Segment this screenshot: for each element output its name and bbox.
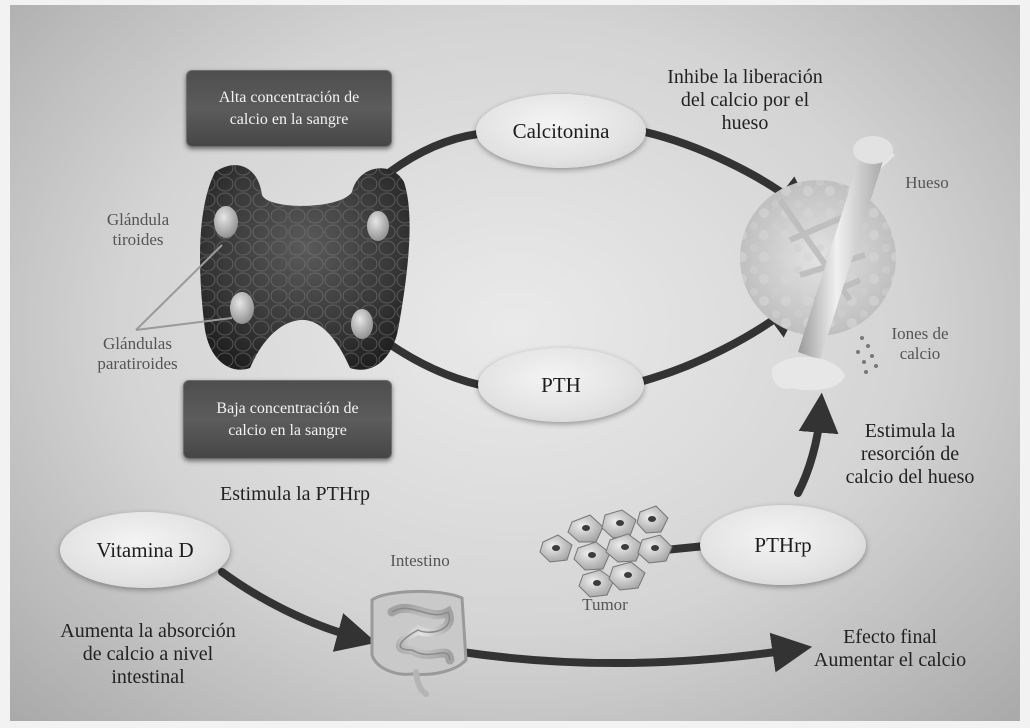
inhibit-line-3: hueso [721,112,769,134]
parathyroid-label-line-2: paratiroides [97,353,178,373]
thyroid-gland-illustration [200,165,410,370]
parathyroid-gland-upper-left [214,206,238,238]
low-calcium-box: Baja concentración de calcio en la sangr… [183,380,392,459]
pthrp-label: PTHrp [754,532,812,557]
inhibit-line-1: Inhibe la liberación [667,66,823,88]
parathyroid-gland-upper-right [367,211,389,241]
arrow-vitamin-d-to-intestine [218,568,377,652]
parathyroid-glands-label: Glándulas paratiroides [70,334,205,373]
pthrp-oval: PTHrp [700,505,866,585]
bone-illustration [740,136,896,391]
arrow-thyroid-to-pth [384,339,484,389]
absorption-annotation: Aumenta la absorción de calcio a nivel i… [28,620,268,689]
vitamin-d-oval: Vitamina D [60,512,230,588]
high-calcium-line-2: calcio en la sangre [229,110,349,128]
thyroid-gland-label: Glándula tiroides [78,210,198,249]
tumor-label: Tumor [582,595,628,614]
tumor-cells-illustration [539,505,673,598]
calcium-ions-line-1: Iones de [891,324,949,343]
inhibit-annotation: Inhibe la liberación del calcio por el h… [640,66,850,135]
absorption-line-2: de calcio a nivel [82,643,214,665]
final-effect-line-2: Aumentar el calcio [813,649,967,671]
intestine-illustration [370,590,468,697]
parathyroid-label-line-1: Glándulas [103,334,172,353]
resorption-line-1: Estimula la [864,420,956,442]
connector-paths [218,128,839,673]
arrow-calcitonin-to-bone [641,128,814,217]
pth-label: PTH [541,372,581,397]
vitamin-d-label: Vitamina D [96,537,194,562]
resorption-line-2: resorción de [860,443,960,465]
low-calcium-line-2: calcio en la sangre [228,421,347,439]
final-effect-line-1: Efecto final [843,626,937,648]
parathyroid-gland-lower-right [351,309,373,339]
calcitonin-oval: Calcitonina [476,94,646,168]
arrow-pth-to-bone [639,297,805,385]
thyroid-label-line-1: Glándula [106,210,170,229]
thyroid-label-line-2: tiroides [112,229,164,249]
calcium-ions-line-2: calcio [899,343,941,363]
parathyroid-gland-lower-left [230,292,254,324]
intestine-label: Intestino [390,551,450,570]
absorption-line-1: Aumenta la absorción [60,620,236,642]
high-calcium-line-1: Alta concentración de [218,88,360,106]
resorption-line-3: calcio del hueso [845,466,975,488]
resorption-annotation: Estimula la resorción de calcio del hues… [825,420,995,489]
pth-oval: PTH [478,348,644,422]
inhibit-line-2: del calcio por el [680,89,810,111]
stimulate-pthrp-annotation: Estimula la PTHrp [220,483,370,505]
arrow-thyroid-to-calcitonin [386,130,482,176]
arrow-tumor-to-pthrp [661,542,709,554]
bone-label: Hueso [905,173,949,192]
arrow-intestine-to-final-effect [458,632,813,673]
calcium-ions-label: Iones de calcio [880,324,960,363]
calcitonin-label: Calcitonina [512,118,610,143]
absorption-line-3: intestinal [111,666,185,688]
high-calcium-box: Alta concentración de calcio en la sangr… [186,70,392,147]
low-calcium-line-1: Baja concentración de [216,399,359,417]
calcium-ion-dots [856,336,878,374]
arrow-pthrp-to-bone [794,392,839,497]
final-effect-annotation: Efecto final Aumentar el calcio [795,626,985,672]
parathyroid-leader-lines [135,244,233,331]
